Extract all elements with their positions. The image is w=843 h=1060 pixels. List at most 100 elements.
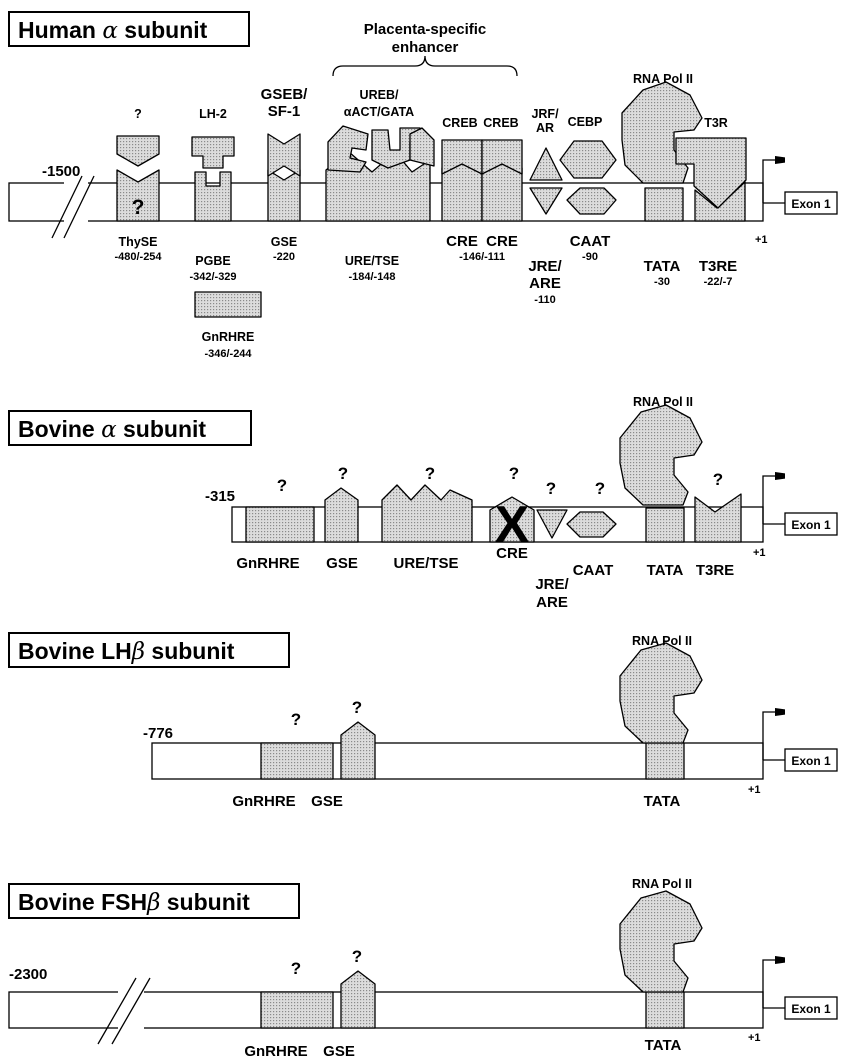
human-tata-element bbox=[645, 188, 683, 221]
bovine-alpha-rna-pol-ii bbox=[620, 405, 702, 505]
bovine-fsh-transcription-start-arrow bbox=[763, 960, 776, 1008]
bovine-alpha-ure-tse-label: URE/TSE bbox=[393, 555, 458, 572]
bovine-lh-tata-element bbox=[646, 743, 684, 779]
gse-label: GSE bbox=[271, 235, 297, 249]
placenta-enhancer-brace bbox=[333, 56, 517, 76]
bovine-alpha-t3re-label: T3RE bbox=[696, 562, 734, 579]
bovine-fsh-gse-label: GSE bbox=[323, 1043, 355, 1060]
bovine-fsh-gse-element bbox=[341, 971, 375, 1028]
ureb-factor-left bbox=[328, 126, 368, 172]
human-alpha-start-position: -1500 bbox=[42, 163, 80, 180]
jrf-label: JRF/ bbox=[531, 107, 559, 121]
cebp-label: CEBP bbox=[568, 115, 603, 129]
bovine-alpha-rna-pol-ii-label: RNA Pol II bbox=[633, 395, 693, 409]
pgbe-position: -342/-329 bbox=[189, 271, 236, 283]
unknown-thyse-factor bbox=[117, 136, 159, 166]
human-alpha-panel: Human α subunit -1500 Placenta-specific … bbox=[9, 12, 837, 360]
pgbe-element bbox=[195, 172, 231, 221]
pgbe-label: PGBE bbox=[195, 254, 230, 268]
thyse-label: ThySE bbox=[119, 235, 158, 249]
bovine-lh-start-position: -776 bbox=[143, 725, 173, 742]
bovine-alpha-gse-question-mark: ? bbox=[338, 464, 348, 483]
bovine-lh-rna-pol-ii bbox=[620, 643, 702, 743]
human-tata-position: -30 bbox=[654, 276, 670, 288]
bovine-lh-exon1-label: Exon 1 bbox=[791, 754, 831, 768]
bovine-alpha-plus1-label: +1 bbox=[753, 547, 766, 559]
bovine-lh-gse-element bbox=[341, 722, 375, 779]
gnrhre-position: -346/-244 bbox=[204, 348, 252, 360]
cebp-factor bbox=[560, 141, 616, 178]
bovine-gnrhre-element bbox=[246, 507, 314, 542]
bovine-alpha-panel: Bovine α subunit -315 ? GnRHRE ? GSE ? U… bbox=[9, 395, 837, 611]
bovine-fsh-rna-pol-ii bbox=[620, 891, 702, 992]
bovine-lh-rna-pol-ii-label: RNA Pol II bbox=[632, 634, 692, 648]
bovine-fsh-plus1-label: +1 bbox=[748, 1032, 761, 1044]
bovine-alpha-gse-element bbox=[325, 488, 358, 542]
gnrhre-element-box bbox=[195, 292, 261, 317]
bovine-alpha-cre-label: CRE bbox=[496, 545, 528, 562]
placenta-enhancer-label-line1: Placenta-specific bbox=[364, 21, 487, 38]
bovine-lh-beta-panel: Bovine LHβ subunit -776 ? GnRHRE ? GSE R… bbox=[9, 633, 837, 810]
bovine-lh-gnrhre-question-mark: ? bbox=[291, 710, 301, 729]
bovine-lh-tata-label: TATA bbox=[644, 793, 681, 810]
bovine-gnrhre-question-mark: ? bbox=[277, 476, 287, 495]
human-tata-label: TATA bbox=[644, 258, 681, 275]
sf1-label: SF-1 bbox=[268, 103, 301, 120]
bovine-alpha-tata-label: TATA bbox=[647, 562, 684, 579]
bovine-alpha-t3re-element bbox=[695, 494, 741, 542]
gseb-label: GSEB/ bbox=[261, 86, 309, 103]
bovine-lh-transcription-start-arrow bbox=[763, 712, 776, 760]
bovine-alpha-caat-question-mark: ? bbox=[595, 479, 605, 498]
gse-element bbox=[268, 170, 300, 221]
bovine-lh-gnrhre-label: GnRHRE bbox=[232, 793, 295, 810]
bovine-lh-gse-question-mark: ? bbox=[352, 698, 362, 717]
bovine-fsh-rna-pol-ii-label: RNA Pol II bbox=[632, 877, 692, 891]
placenta-enhancer-label-line2: enhancer bbox=[392, 39, 459, 56]
bovine-alpha-exon1-label: Exon 1 bbox=[791, 518, 831, 532]
bovine-alpha-title: Bovine α subunit bbox=[18, 416, 206, 443]
human-rna-pol-ii-label: RNA Pol II bbox=[633, 72, 693, 86]
bovine-lh-gse-label: GSE bbox=[311, 793, 343, 810]
cre-position: -146/-111 bbox=[459, 251, 505, 263]
are-label: ARE bbox=[529, 275, 561, 292]
unknown-thyse-factor-question-mark: ? bbox=[134, 107, 142, 121]
bovine-alpha-tata-element bbox=[646, 508, 684, 542]
human-rna-pol-ii bbox=[622, 82, 702, 183]
ure-tse-label: URE/TSE bbox=[345, 254, 399, 268]
ureb-label: UREB/ bbox=[360, 88, 399, 102]
bovine-alpha-caat-label: CAAT bbox=[573, 562, 614, 579]
bovine-alpha-t3re-question-mark: ? bbox=[713, 470, 723, 489]
creb-label-2: CREB bbox=[483, 116, 518, 130]
bovine-fsh-beta-title: Bovine FSHβ subunit bbox=[18, 889, 250, 916]
human-transcription-start-arrow bbox=[763, 160, 776, 203]
bovine-alpha-gnrhre-label: GnRHRE bbox=[236, 555, 299, 572]
jre-label: JRE/ bbox=[528, 258, 562, 275]
human-t3re-position: -22/-7 bbox=[704, 276, 733, 288]
caat-label: CAAT bbox=[570, 233, 611, 250]
bovine-lh-gnrhre-element bbox=[261, 743, 333, 779]
bovine-lh-plus1-label: +1 bbox=[748, 784, 761, 796]
lh2-factor bbox=[192, 137, 234, 168]
gnrhre-label: GnRHRE bbox=[202, 330, 255, 344]
human-alpha-title: Human α subunit bbox=[18, 17, 208, 44]
bovine-alpha-ure-tse-element bbox=[382, 485, 472, 542]
gse-position: -220 bbox=[273, 251, 295, 263]
ure-tse-position: -184/-148 bbox=[348, 271, 395, 283]
thyse-position: -480/-254 bbox=[114, 251, 162, 263]
bovine-alpha-jre-label: JRE/ bbox=[535, 576, 569, 593]
bovine-lh-beta-title: Bovine LHβ subunit bbox=[18, 638, 235, 665]
gseb-sf1-factor bbox=[268, 134, 300, 176]
bovine-fsh-gnrhre-label: GnRHRE bbox=[244, 1043, 307, 1060]
thyse-element-question-mark: ? bbox=[132, 196, 145, 219]
bovine-fsh-gnrhre-element bbox=[261, 992, 333, 1028]
human-t3re-label: T3RE bbox=[699, 258, 737, 275]
bovine-fsh-gnrhre-question-mark: ? bbox=[291, 959, 301, 978]
cre-label-1: CRE bbox=[446, 233, 478, 250]
bovine-alpha-cre-question-mark: ? bbox=[509, 464, 519, 483]
jre-are-position: -110 bbox=[534, 294, 555, 306]
bovine-alpha-jre-question-mark: ? bbox=[546, 479, 556, 498]
bovine-alpha-are-label: ARE bbox=[536, 594, 568, 611]
caat-position: -90 bbox=[582, 251, 598, 263]
bovine-fsh-tata-label: TATA bbox=[645, 1037, 682, 1054]
